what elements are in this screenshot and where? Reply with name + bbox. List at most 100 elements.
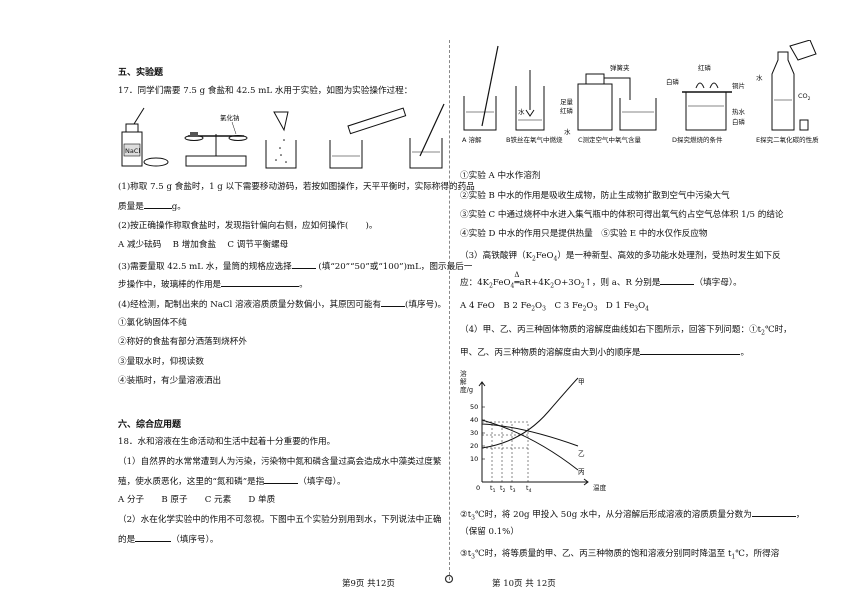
q18-1-answer-blank[interactable] — [264, 475, 299, 484]
q18-4-tail-e: ℃时，将等质量的甲、乙、丙三种物质的饱和溶液分别同时降温至 t — [475, 549, 732, 559]
q18-4-text-c: ②t — [460, 510, 472, 520]
q18-3-line-a: （3）高铁酸钾（K2FeO4）是一种新型、高效的多功能水处理剂，受热时发生如下反 — [460, 251, 781, 263]
series-jia-label: 甲 — [578, 378, 585, 386]
q18-3-eq-ar: aR+4K — [519, 278, 551, 288]
q18-1-tail: （填字母）。 — [298, 477, 346, 487]
q18-2-line-a: （2）水在化学实验中的作用不可忽视。下图中五个实验分别用到水，下列说法中正确 — [118, 515, 442, 525]
y-tick-label: 30 — [470, 429, 478, 437]
q18-intro: 18．水和溶液在生命活动和生活中起着十分重要的作用。 — [118, 437, 336, 447]
q18-3-formula: FeO — [535, 251, 554, 261]
q17-2: (2)按正确操作称取食盐时，发现指针偏向右侧，应如何操作( )。 — [118, 221, 378, 231]
q17-3-answer-blank-b[interactable] — [221, 278, 300, 287]
q18-2-item-3: ③实验 C 中通过烧杯中水进入集气瓶中的体积可得出氧气约占空气总体积 1/5 的… — [460, 210, 784, 220]
center-circle-icon — [444, 574, 454, 584]
q18-2-item-2: ②实验 B 中水的作用是吸收生成物，防止生成物扩散到空气中污染大气 — [460, 191, 730, 201]
series-yi-curve — [481, 423, 579, 447]
q18-4-line-c: ②t3℃时，将 20g 甲投入 50g 水中，从分溶解后形成溶液的溶质质量分数为… — [460, 508, 805, 522]
q18-4-answer-blank-2[interactable] — [751, 508, 796, 517]
q17-3-line-a: (3)需要量取 42.5 mL 水，量筒的规格应选择 (填“20”“50”或“1… — [118, 260, 472, 273]
q18-3-opt-d-o: O — [638, 301, 646, 311]
q17-4-item-1: ①氯化钠固体不纯 — [118, 318, 187, 328]
q18-1-options: A 分子 B 原子 C 元素 D 单质 — [118, 495, 276, 505]
q18-3-eq-tail: ↑，则 a、R 分别是 — [584, 278, 661, 288]
q18-3-eq-feo: FeO — [492, 278, 511, 288]
chart-xlabel: 温度 — [593, 484, 607, 492]
q17-4-answer-blank[interactable] — [381, 298, 406, 307]
q18-4-text-a: （4）甲、乙、丙三种固体物质的溶解度曲线如右下图所示，回答下列问题：①t — [460, 325, 762, 335]
chart-ylabel: 溶解度/g — [460, 370, 474, 394]
copper-label: 铜片 — [732, 81, 745, 90]
q18-3-answer-blank[interactable] — [660, 276, 695, 285]
e-water-label: 水 — [756, 73, 763, 82]
q18-1-line-a: （1）自然界的水常常遭到人为污染，污染物中氮和磷含量过高会造成水中藻类过度繁 — [118, 457, 442, 467]
q18-4-text-e: ③t — [460, 549, 472, 559]
y-tick-label: 50 — [470, 403, 478, 411]
q18-3-options: A 4 FeO B 2 Fe2O3 C 3 Fe2O3 D 1 Fe3O4 — [460, 301, 649, 313]
caption-d: D探究燃烧的条件 — [672, 135, 723, 144]
section-6-heading: 六、综合应用题 — [118, 420, 182, 430]
q18-1-line-b: 殖，使水质恶化，这里的“氮和磷”是指 （填字母）。 — [118, 475, 346, 488]
nacl-label: NaCl — [125, 147, 140, 155]
q18-2-answer-blank[interactable] — [135, 533, 172, 542]
caption-e: E探究二氧化碳的性质 — [756, 135, 819, 144]
q17-4-item-2: ②称好的食盐有部分洒落到烧杯外 — [118, 337, 247, 347]
right-page-footer: 第 10页 共 12页 — [492, 579, 556, 589]
q17-4: (4)经检测，配制出来的 NaCl 溶液溶质质量分数偏小，其原因可能有(填序号)… — [118, 298, 446, 311]
x-arrow — [583, 478, 589, 486]
right-page: 水 弹簧夹 足量 红磷 水 白磷 红磷 铜片 热水 白磷 水 CO2 A 溶解 … — [452, 0, 860, 607]
left-page-footer: 第9页 共12页 — [342, 579, 395, 589]
c-redp-label: 红磷 — [560, 106, 574, 115]
y-tick-label: 20 — [470, 442, 478, 450]
salt-label: 氯化钠 — [220, 113, 240, 122]
co2-label: CO2 — [798, 92, 811, 102]
q18-4-tail-c: ℃时，将 20g 甲投入 50g 水中，从分溶解后形成溶液的溶质质量分数为 — [475, 510, 752, 520]
q18-2-line-b: 的是（填序号）。 — [118, 533, 218, 546]
series-bing-label: 丙 — [578, 468, 585, 476]
d-redp-label: 红磷 — [698, 63, 712, 72]
q18-4-answer-blank-1[interactable] — [640, 346, 741, 355]
q17-4-item-4: ④装瓶时，有少量溶液洒出 — [118, 376, 222, 386]
q18-3-tail: ）是一种新型、高效的多功能水处理剂，受热时发生如下反 — [557, 251, 781, 261]
q17-4-tail: (填序号)。 — [405, 300, 447, 310]
q18-4-line-b: 甲、乙、丙三种物质的溶解度由大到小的顺序是 。 — [460, 346, 749, 359]
q18-4-end-e: ℃，所得溶 — [735, 549, 780, 559]
d-whitep2-label: 白磷 — [732, 117, 746, 126]
q17-3-answer-blank-a[interactable] — [291, 260, 316, 269]
q17-3b-text: 步操作中，玻璃棒的作用是 — [118, 280, 222, 290]
q17-1-answer-blank[interactable] — [143, 200, 172, 209]
q17-intro: 17．同学们需要 7.5 g 食盐和 42.5 mL 水用于实验，如图为实验操作… — [118, 86, 413, 96]
left-page: 五、实验题 17．同学们需要 7.5 g 食盐和 42.5 mL 水用于实验，如… — [118, 68, 475, 589]
x-tick-label: t2 — [500, 484, 506, 494]
q18-3-end: （填字母）。 — [694, 278, 742, 288]
q18-4-end-c: ， — [795, 510, 805, 520]
x-tick-label: t3 — [510, 484, 516, 494]
q17-4-item-3: ③量取水时，仰视读数 — [118, 357, 204, 367]
q18-3-opt-c-o: O — [586, 301, 594, 311]
q18-3-opt-ab: A 4 FeO B 2 Fe — [460, 301, 532, 311]
series-yi-label: 乙 — [578, 450, 585, 458]
caption-b: B铁丝在氧气中燃烧 — [506, 135, 563, 144]
d-whitep-label: 白磷 — [666, 77, 680, 86]
q17-1-unit: g。 — [171, 202, 186, 212]
q17-3-line-b: 步操作中，玻璃棒的作用是 。 — [118, 278, 308, 291]
q18-3-opt-d: D 1 Fe — [597, 301, 635, 311]
q18-4-text-b: 甲、乙、丙三种物质的溶解度由大到小的顺序是 — [460, 348, 641, 358]
q18-1-text: 殖，使水质恶化，这里的“氮和磷”是指 — [118, 477, 265, 487]
section-5-heading: 五、实验题 — [118, 68, 164, 78]
zuliang-label: 足量 — [560, 98, 574, 106]
q17-1-line-a: (1)称取 7.5 g 食盐时，1 g 以下需要移动游码，若按如图操作，天平平衡… — [118, 182, 475, 192]
caption-c: C测定空气中氧气含量 — [578, 135, 642, 144]
q18-4-tail-b: 。 — [740, 348, 750, 358]
q18-2-tail: （填序号）。 — [171, 535, 219, 545]
q18-2-item-4: ④实验 D 中水的作用只是提供热量 ⑤实验 E 中的水仅作反应物 — [460, 229, 708, 239]
q18-3-opt-c: C 3 Fe — [545, 301, 583, 311]
q17-3b-tail: 。 — [299, 280, 308, 290]
hotwater-label: 热水 — [732, 107, 746, 116]
y-tick-label: 40 — [470, 416, 478, 424]
y-arrow — [478, 381, 486, 387]
series-jia-curve — [481, 377, 579, 449]
q18-3-eq-o: O+3O — [554, 278, 581, 288]
page-divider — [449, 40, 450, 580]
